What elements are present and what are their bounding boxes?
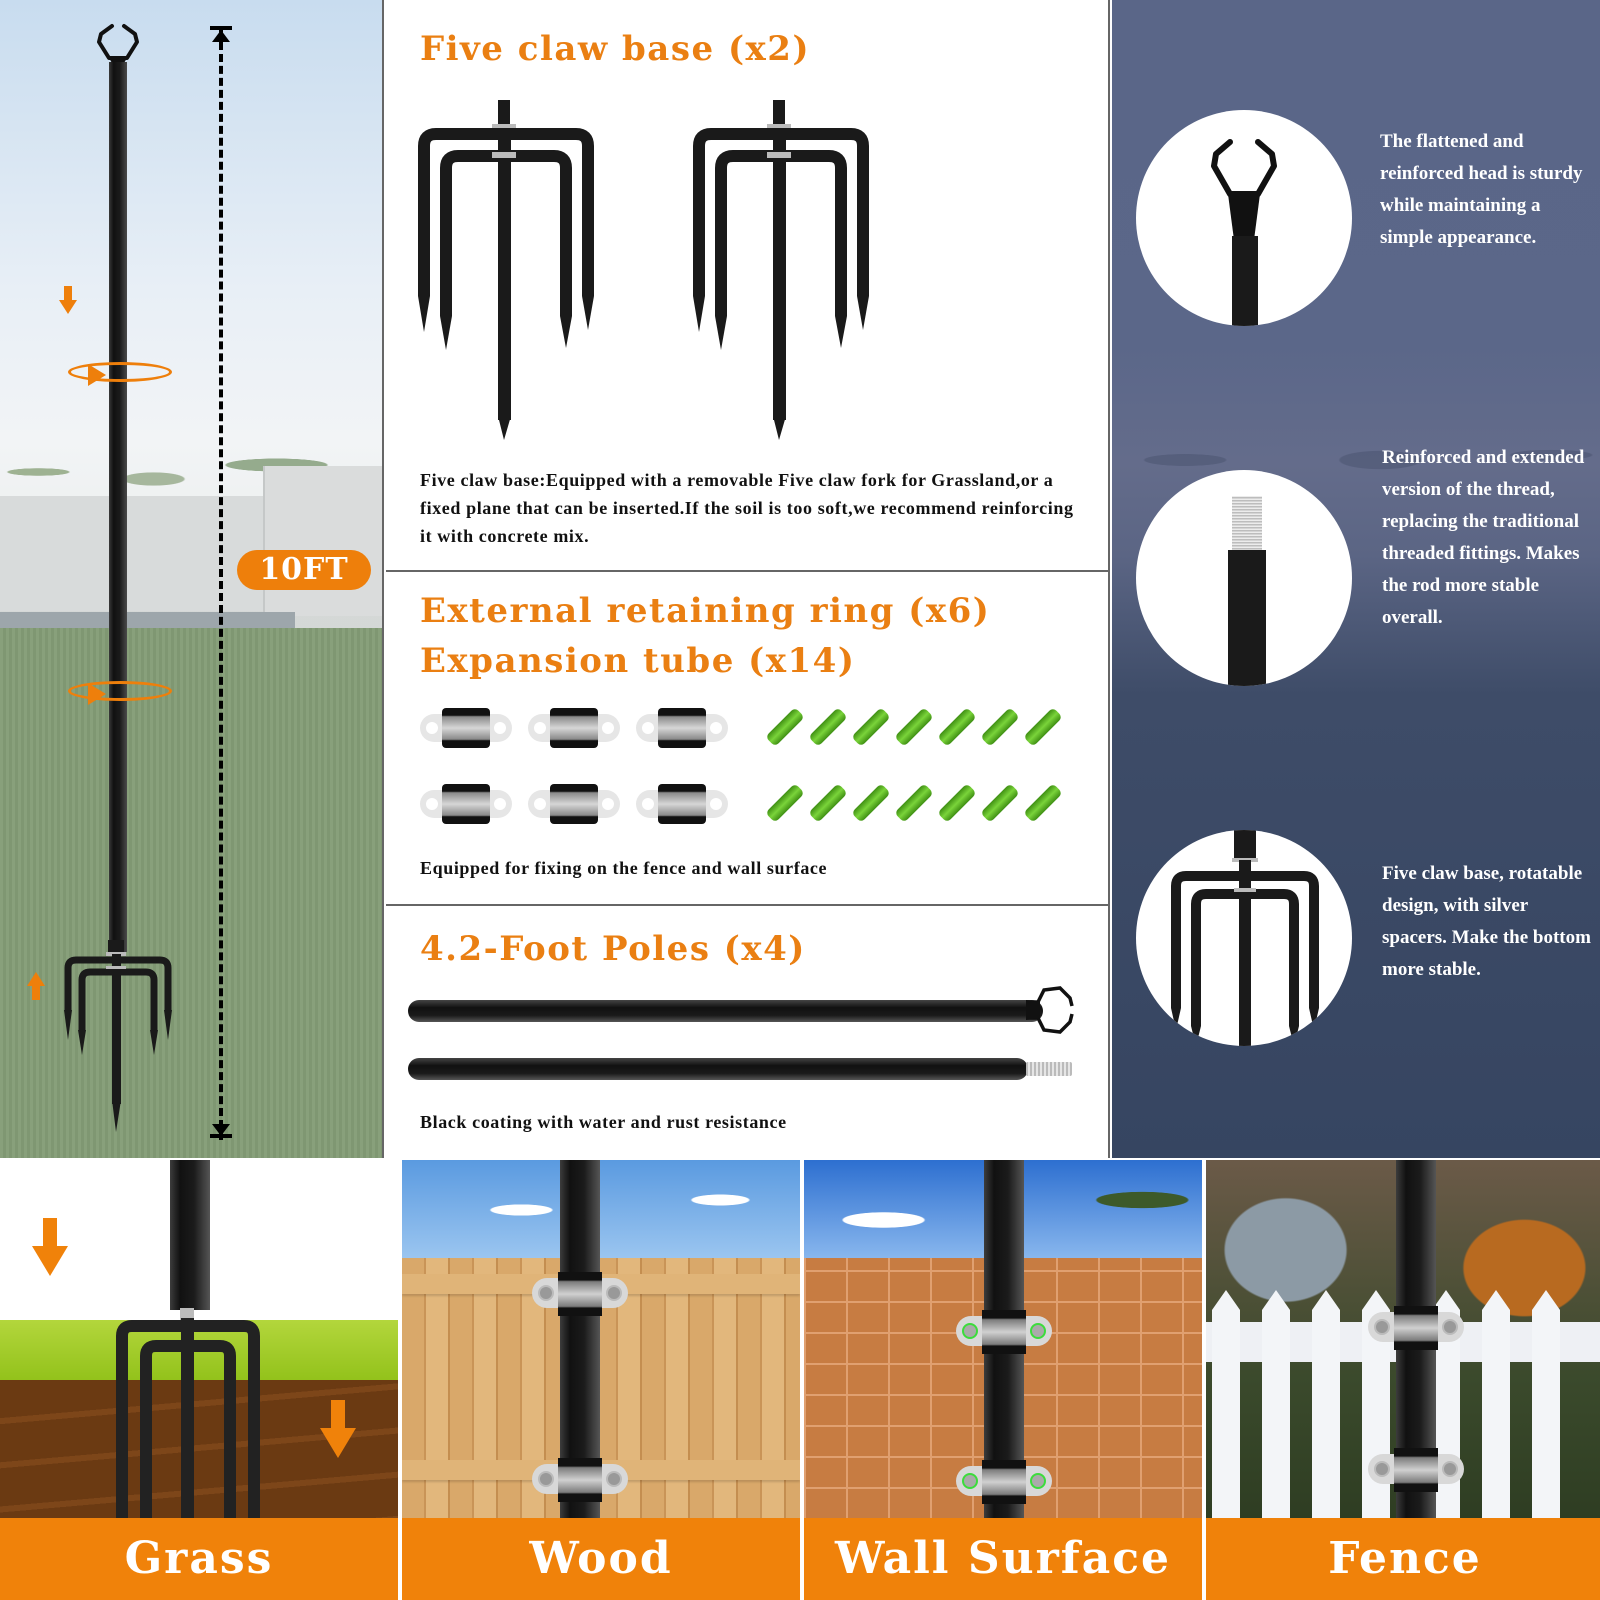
rotate-arrow-icon [88, 364, 106, 386]
dimension-arrow-down-icon [212, 1124, 230, 1136]
expansion-tube-icon [937, 707, 977, 747]
pole [170, 1160, 210, 1310]
background-grass [0, 628, 382, 1158]
expansion-tube-icon [980, 783, 1020, 823]
divider [386, 904, 1110, 906]
pole-with-hook [408, 1000, 1043, 1022]
feature-image-thread [1136, 470, 1352, 686]
expansion-tube-icon [808, 707, 848, 747]
five-claw-fork-icon [693, 100, 869, 440]
retaining-ring-icon [1368, 1448, 1464, 1492]
retaining-ring-icon [636, 708, 728, 748]
rotate-arrow-icon [88, 683, 106, 705]
pole-with-thread [408, 1058, 1028, 1080]
arrow-down-icon [320, 1400, 356, 1458]
section-description-poles: Black coating with water and rust resist… [420, 1112, 787, 1132]
height-badge: 10FT [237, 550, 371, 590]
section-title-five-claw-base: Five claw base (x2) [420, 29, 811, 69]
rotate-ring-icon [68, 362, 172, 382]
dimension-line-icon [219, 30, 223, 1140]
rotate-ring-icon [68, 681, 172, 701]
expansion-tube-icon [894, 707, 934, 747]
expansion-tube-icon [1023, 783, 1063, 823]
retaining-ring-icon [528, 708, 620, 748]
section-title-expansion-tube: Expansion tube (x14) [420, 641, 856, 681]
expansion-tube-icon [1023, 707, 1063, 747]
retaining-ring-icon [532, 1458, 628, 1502]
dimension-cap-top [210, 26, 232, 30]
sky [402, 1160, 800, 1260]
divider [386, 570, 1110, 572]
hook-head-icon [1211, 139, 1277, 326]
usage-label-wall-surface: Wall Surface [804, 1518, 1202, 1600]
features-panel: The flattened and reinforced head is stu… [1112, 0, 1600, 1158]
expansion-tube-icon [765, 707, 805, 747]
feature-image-head [1136, 110, 1352, 326]
retaining-ring-icon [956, 1310, 1052, 1354]
feature-text-thread: Reinforced and extended version of the t… [1382, 447, 1585, 628]
five-claw-fork-icon [116, 1308, 260, 1520]
section-title-poles: 4.2-Foot Poles (x4) [420, 929, 806, 969]
five-claw-fork-icon [418, 100, 594, 440]
arrow-down-icon [59, 286, 77, 314]
hook-head-icon [1026, 986, 1074, 1034]
expansion-tube-icon [894, 783, 934, 823]
section-description-five-claw-base: Five claw base:Equipped with a removable… [420, 470, 1074, 546]
usage-label-fence: Fence [1206, 1518, 1600, 1600]
retaining-ring-icon [528, 784, 620, 824]
dimension-cap-bottom [210, 1134, 232, 1138]
retaining-ring-icon [1368, 1306, 1464, 1350]
expansion-tube-icon [937, 783, 977, 823]
components-panel: Five claw base (x2) Five claw base:Equip… [386, 0, 1110, 1158]
section-title-retaining-ring: External retaining ring (x6) [420, 591, 991, 631]
usage-tile-fence: Fence [1206, 1160, 1600, 1600]
usage-tile-wall-surface: Wall Surface [804, 1160, 1202, 1600]
retaining-ring-icon [532, 1272, 628, 1316]
retaining-ring-icon [636, 784, 728, 824]
pole [109, 62, 127, 952]
usage-label-wood: Wood [402, 1518, 800, 1600]
expansion-tube-icon [980, 707, 1020, 747]
expansion-tube-icon [765, 783, 805, 823]
arrow-down-icon [32, 1218, 68, 1276]
background-curb [0, 612, 295, 628]
usage-tile-grass: Grass [0, 1160, 398, 1600]
threaded-end-icon [1228, 496, 1266, 686]
feature-text-head: The flattened and reinforced head is stu… [1380, 131, 1583, 248]
five-claw-fork-icon [64, 940, 172, 1132]
background-wall [263, 466, 382, 616]
feature-image-fork [1136, 830, 1352, 1046]
section-description-retaining-ring: Equipped for fixing on the fence and wal… [420, 858, 828, 878]
hero-panel: 10FT [0, 0, 384, 1158]
feature-text-fork: Five claw base, rotatable design, with s… [1382, 863, 1591, 980]
arrow-up-icon [27, 972, 45, 1000]
retaining-ring-icon [956, 1460, 1052, 1504]
usage-tile-wood: Wood [402, 1160, 800, 1600]
threaded-end-icon [1026, 1062, 1072, 1076]
retaining-ring-icon [420, 784, 512, 824]
five-claw-fork-icon [1171, 830, 1319, 1046]
usage-label-grass: Grass [0, 1518, 398, 1600]
retaining-ring-icon [420, 708, 512, 748]
expansion-tube-icon [808, 783, 848, 823]
expansion-tube-icon [851, 783, 891, 823]
expansion-tube-icon [851, 707, 891, 747]
